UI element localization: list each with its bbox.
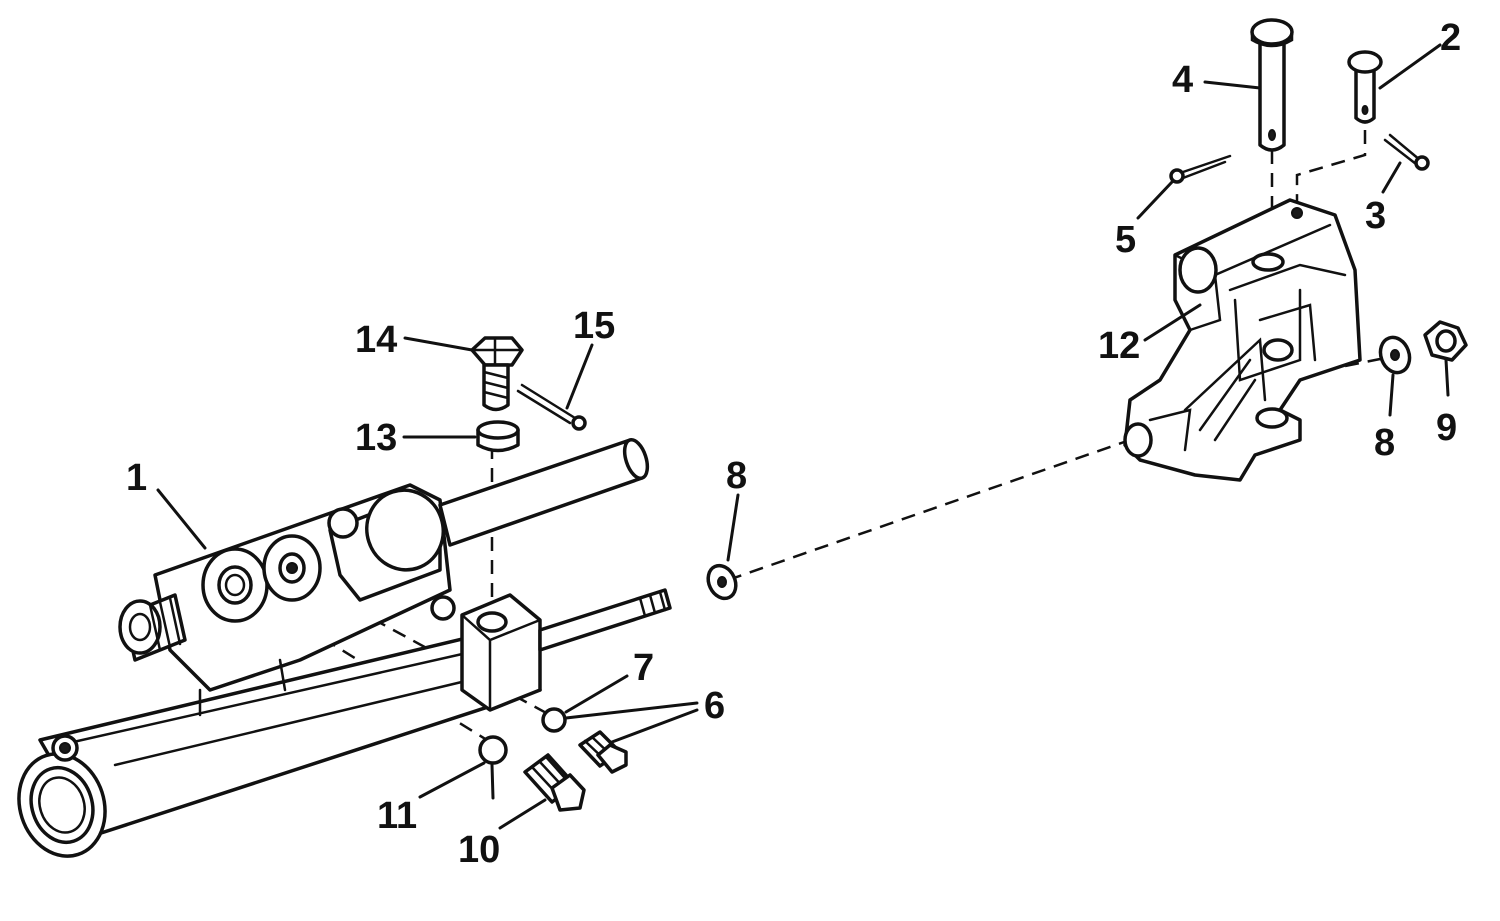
clevis-pin-large	[1250, 18, 1294, 152]
cotter-pin-15	[516, 383, 587, 431]
guide-bracket-to-washer	[1299, 356, 1386, 377]
leader-1	[156, 488, 207, 550]
leader-5	[1136, 180, 1174, 220]
callout-14: 14	[355, 319, 397, 361]
hex-bolt	[470, 336, 524, 412]
leader-8-left	[726, 493, 740, 562]
cylinder-assembly	[17, 437, 672, 858]
callout-13: 13	[355, 417, 397, 459]
bracket-side-hole	[1123, 422, 1153, 458]
o-ring-11	[478, 735, 508, 765]
leader-15	[565, 343, 594, 410]
callout-10: 10	[458, 829, 500, 871]
threaded-rod	[538, 588, 672, 652]
leader-4	[1203, 80, 1262, 90]
callout-6: 6	[704, 685, 725, 727]
washer-8-left	[706, 563, 738, 601]
bushing	[476, 420, 520, 453]
leader-11	[418, 761, 486, 799]
callout-4: 4	[1172, 59, 1193, 101]
leader-3	[1381, 161, 1402, 194]
callout-15: 15	[573, 305, 615, 347]
leader-10a	[490, 763, 495, 800]
fitting-6	[578, 730, 628, 774]
slider-block	[460, 593, 542, 712]
cotter-pin-3	[1383, 133, 1430, 171]
callout-labels: 1 2 3 4 5 6 7 8 8 9 10 11 12 13 14 15	[126, 17, 1461, 871]
hex-nut	[1423, 320, 1468, 362]
washer-8-right	[1378, 335, 1412, 375]
leader-8-right	[1388, 373, 1395, 417]
callout-7: 7	[633, 647, 654, 689]
callout-1: 1	[126, 457, 147, 499]
steering-bracket	[1123, 198, 1362, 482]
cotter-pin-5	[1169, 154, 1232, 184]
guide-washer-8-to-bracket	[727, 438, 1131, 582]
leader-7	[564, 674, 629, 714]
callout-8-left: 8	[726, 455, 747, 497]
bracket-top-hole	[1178, 246, 1218, 294]
o-ring-7	[541, 707, 567, 733]
bracket-body	[1123, 198, 1362, 482]
callout-12: 12	[1098, 325, 1140, 367]
callout-11: 11	[377, 795, 417, 837]
guide-pin-2	[1295, 130, 1367, 215]
leader-lines	[156, 43, 1450, 830]
upper-rod	[438, 438, 644, 547]
leader-12	[1143, 303, 1202, 342]
fitting-10	[523, 753, 586, 812]
leader-6a	[564, 701, 699, 720]
callout-2: 2	[1440, 17, 1461, 59]
clevis-pin-small	[1347, 50, 1383, 124]
leader-10b	[498, 798, 547, 830]
callout-5: 5	[1115, 219, 1136, 261]
leader-14	[403, 336, 474, 352]
leader-6b	[610, 708, 699, 744]
callout-9: 9	[1436, 407, 1457, 449]
callout-8-right: 8	[1374, 422, 1395, 464]
leader-9	[1444, 358, 1450, 397]
callout-3: 3	[1365, 195, 1386, 237]
leader-2	[1378, 43, 1442, 90]
